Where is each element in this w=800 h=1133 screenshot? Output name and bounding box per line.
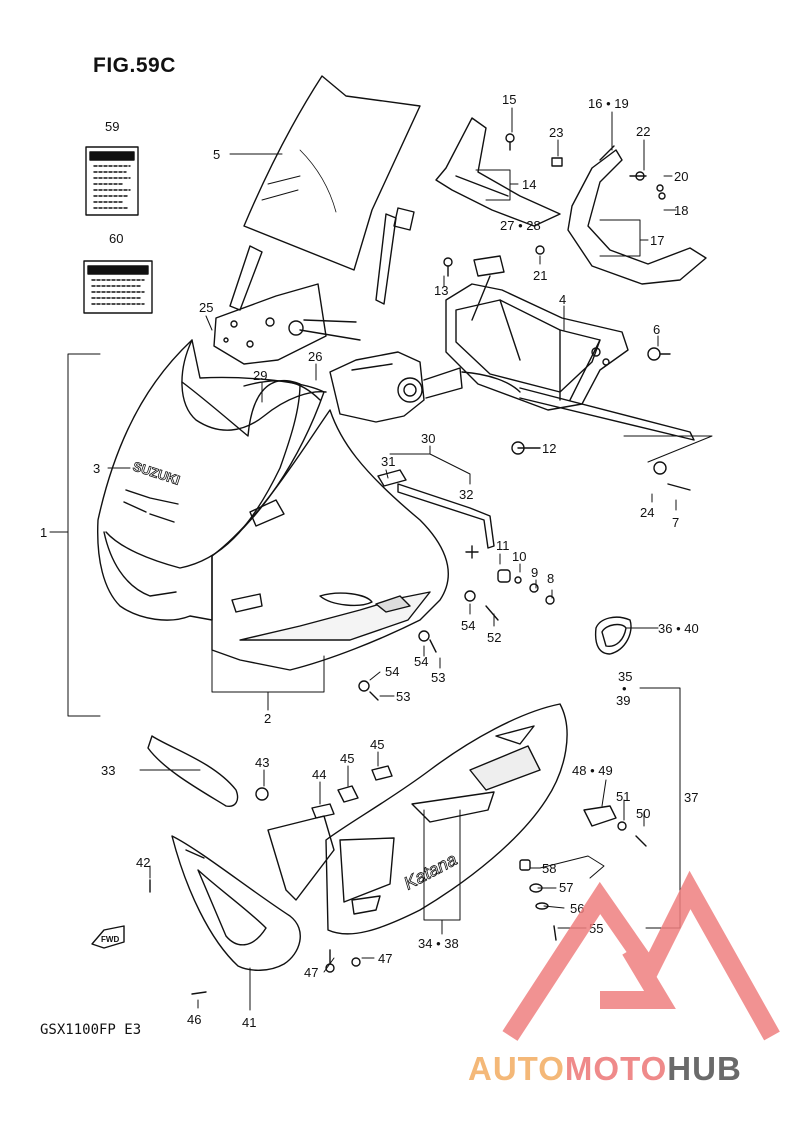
callout: 10 [512,549,526,564]
watermark-auto: AUTO [468,1050,565,1087]
callout: 29 [253,368,267,383]
model-code: GSX1100FP E3 [40,1022,142,1038]
callout: 57 [559,880,573,895]
fwd-arrow-icon [91,925,125,949]
callout: 32 [459,487,473,502]
suzuki-logo-text: SUZUKI [131,459,182,488]
callout: 13 [434,283,448,298]
callout: 48 • 49 [572,763,613,778]
callout: 5 [213,147,220,162]
callout: 53 [396,689,410,704]
callout: 2 [264,711,271,726]
callout: 36 • 40 [658,621,699,636]
trim-strip-31 [377,469,407,487]
callout: 60 [109,231,123,246]
inner-lower-panel [267,815,335,901]
katana-logo-text: Katana [400,849,460,893]
callout: 8 [547,571,554,586]
warning-label-60 [83,260,153,314]
inner-panel-left [435,117,561,227]
callout: 37 [684,790,698,805]
callout: 11 [496,538,510,553]
callout: 23 [549,125,563,140]
callout-labels: 59 60 5 15 16 • 19 23 22 20 18 14 27 • 2… [40,92,699,1030]
callout: 16 • 19 [588,96,629,111]
upper-cowl [96,339,325,621]
callout: 21 [533,268,547,283]
warning-label-59 [85,146,139,216]
watermark-moto: MOTO [564,1050,668,1087]
screen-bracket [229,207,415,311]
cowl-side-panel [211,409,449,671]
callout: 45 [370,737,384,752]
callout: 27 • 28 [500,218,541,233]
callout: 4 [559,292,566,307]
watermark-text: AUTOMOTOHUB [468,1050,742,1088]
windscreen [243,75,421,271]
callout: 1 [40,525,47,540]
under-cowl [325,703,568,935]
callout: 20 [674,169,688,184]
callout: 3 [93,461,100,476]
callout: 43 [255,755,269,770]
callout: 22 [636,124,650,139]
callout: 47 [304,965,318,980]
hardware-parts [149,133,691,995]
figure-title: FIG.59C [93,54,176,77]
callout: 44 [312,767,326,782]
callout: 33 [101,763,115,778]
callout: • [622,681,627,696]
callout: 54 [385,664,399,679]
leader-lines [49,107,713,1011]
callout: 51 [616,789,630,804]
callout: 15 [502,92,516,107]
callout: 58 [542,861,556,876]
callout: 24 [640,505,654,520]
side-reflector [594,616,632,655]
callout: 34 • 38 [418,936,459,951]
callout: 45 [340,751,354,766]
trim-strip-29 [181,339,327,431]
callout: 7 [672,515,679,530]
callout: 39 [616,693,630,708]
callout: 9 [531,565,538,580]
callout: 26 [308,349,322,364]
callout: 54 [414,654,428,669]
callout: 59 [105,119,119,134]
callout: 53 [431,670,445,685]
callout: 12 [542,441,556,456]
callout: 35 [618,669,632,684]
watermark-hub: HUB [667,1050,742,1087]
headlight-unit [329,351,521,423]
callout: 14 [522,177,536,192]
callout: 54 [461,618,475,633]
callout: 46 [187,1012,201,1027]
callout: 42 [136,855,150,870]
callout: 50 [636,806,650,821]
fwd-label: FWD [101,935,119,944]
callout: 31 [381,454,395,469]
lower-bracket [171,835,301,971]
callout: 6 [653,322,660,337]
lower-side-panel-33 [147,735,239,807]
callout: 30 [421,431,435,446]
trim-strip-32 [397,483,495,549]
instrument-mount-plate [213,283,361,365]
callout: 41 [242,1015,256,1030]
watermark-logo [502,870,780,1041]
callout: 52 [487,630,501,645]
callout: 18 [674,203,688,218]
callout: 47 [378,951,392,966]
callout: 17 [650,233,664,248]
callout: 25 [199,300,213,315]
